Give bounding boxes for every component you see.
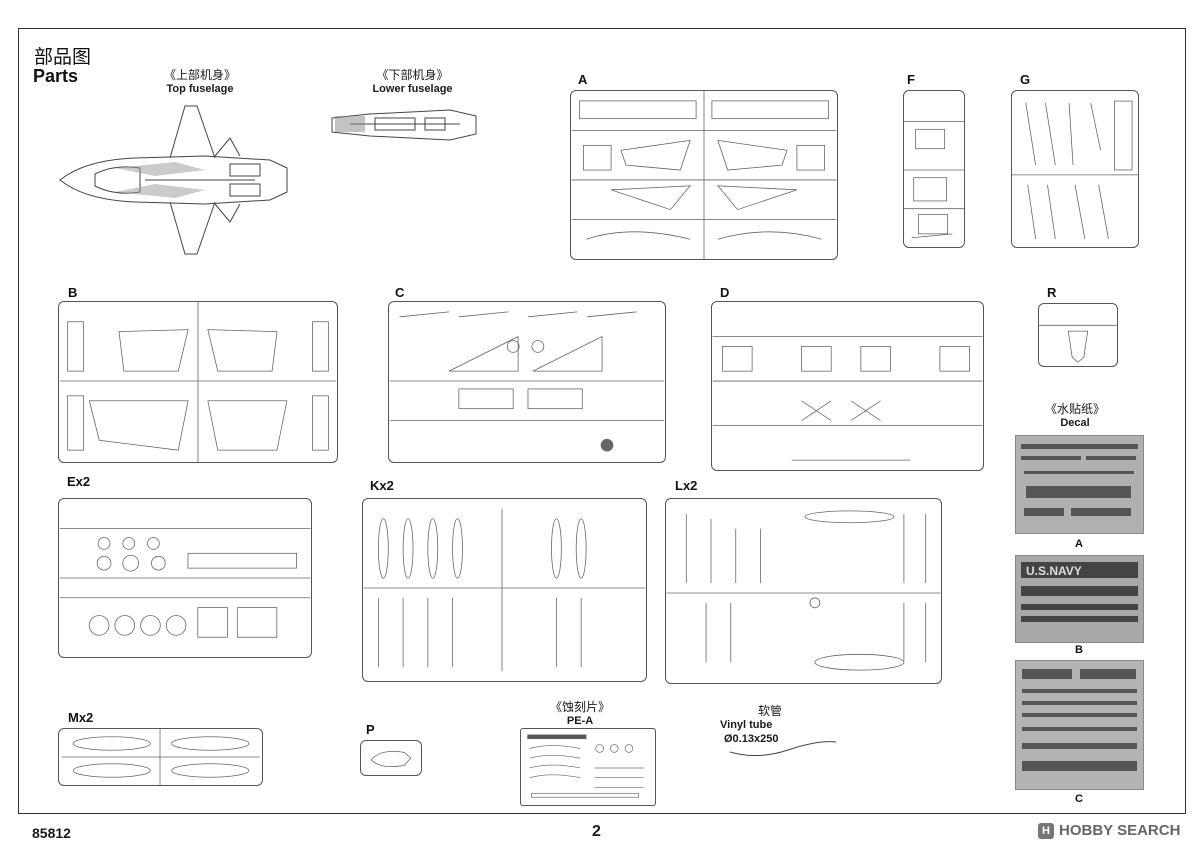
lower-fuselage-part [331,109,477,141]
sprue-k [362,498,647,682]
decal-c-label: C [1075,793,1083,805]
sprue-f-parts [904,121,964,239]
sprue-l-parts [666,510,941,671]
sprue-g-parts [1012,100,1138,239]
sprue-c-label: C [395,285,405,300]
vinyl-tube-part [729,741,837,756]
sprue-l-label: Lx2 [675,478,698,493]
lower-fuselage-en: Lower fuselage [372,83,453,95]
decal-label: 《水贴纸》 Decal [1030,402,1120,430]
page-number: 2 [592,823,601,840]
decal-sheet-b: U.S.NAVY [1015,555,1144,643]
sprue-k-parts [363,508,646,672]
sprue-a [570,90,838,260]
sprue-e-parts [59,528,311,638]
product-code: 85812 [32,825,71,841]
sprue-e-label: Ex2 [67,474,91,489]
sprue-d-parts [712,336,983,461]
page-title-en: Parts [33,66,79,86]
decal-en: Decal [1060,417,1090,429]
sprue-a-parts [571,91,837,259]
decal-b-label: B [1075,644,1083,656]
sprue-d-label: D [720,285,730,300]
sprue-c-parts [389,311,665,452]
pe-parts [527,734,644,798]
sprue-p-parts [370,751,412,767]
vinyl-en: Vinyl tube [720,719,773,731]
lower-fuselage-label: 《下部机身》 Lower fuselage [365,68,460,96]
vinyl-size: Ø0.13x250 [724,733,779,745]
pe-cn: 《蚀刻片》 [549,700,610,714]
sprue-a-label: A [578,72,588,87]
sprue-f [903,90,965,248]
sprue-g [1011,90,1139,248]
sprue-l [665,498,942,684]
sprue-m-label: Mx2 [68,710,94,725]
sprue-c [388,301,666,463]
sprue-d [711,301,984,471]
vinyl-cn: 软管 [758,704,783,718]
top-fuselage-en: Top fuselage [166,83,234,95]
top-fuselage-part [59,105,288,255]
sprue-f-label: F [907,72,915,87]
top-fuselage-cn: 《上部机身》 [163,68,236,82]
page-title-cn: 部品图 [34,47,92,68]
sprue-e [58,498,312,658]
sprue-b-parts [59,302,337,462]
sprue-m [58,728,263,786]
vinyl-row: Vinyl tube Ø0.13x250 [720,718,830,746]
watermark: H HOBBY SEARCH [1038,822,1180,839]
decal-sheet-a [1015,435,1144,534]
decal-navy-text: U.S.NAVY [1026,564,1082,578]
sprue-b-label: B [68,285,78,300]
sprue-r-parts [1039,324,1117,363]
decal-sheet-c [1015,660,1144,790]
decal-cn: 《水贴纸》 [1044,402,1105,416]
pe-en: PE-A [566,715,594,727]
lower-fuselage-cn: 《下部机身》 [376,68,449,82]
parts-sheet-border [18,28,1186,814]
pe-fret [520,728,656,806]
sprue-m-parts [61,729,260,785]
sprue-r [1038,303,1118,367]
sprue-b [58,301,338,463]
sprue-p [360,740,422,776]
decal-a-label: A [1075,538,1083,550]
sprue-k-label: Kx2 [370,478,394,493]
sprue-r-label: R [1047,285,1057,300]
hobby-search-logo-icon: H [1038,822,1054,839]
vinyl-label: 软管 Vinyl tube Ø0.13x250 [720,704,830,746]
sprue-p-label: P [366,722,375,737]
pe-label: 《蚀刻片》 PE-A [525,700,635,728]
watermark-text: HOBBY SEARCH [1059,822,1181,839]
top-fuselage-label: 《上部机身》 Top fuselage [150,68,250,96]
sprue-g-label: G [1020,72,1031,87]
